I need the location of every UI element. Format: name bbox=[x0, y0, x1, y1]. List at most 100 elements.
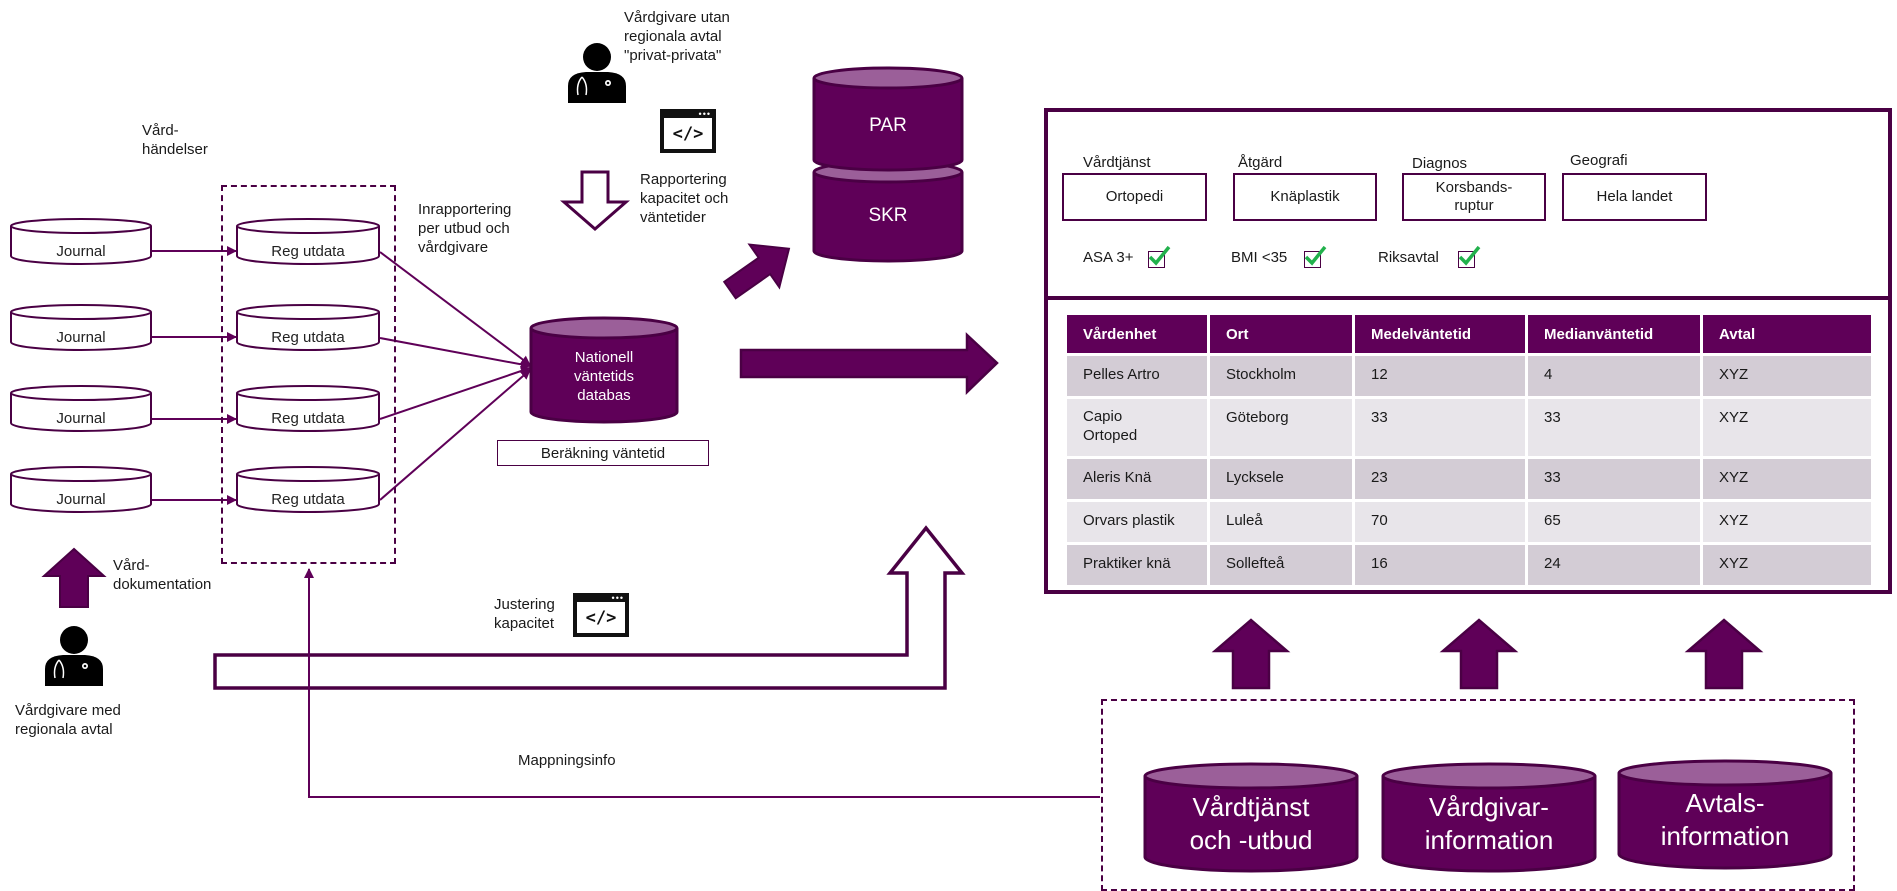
mapping-info-label: Mappningsinfo bbox=[518, 752, 616, 769]
journal-cylinder bbox=[10, 385, 152, 432]
source-label-care-service: Vårdtjänst och -utbud bbox=[1189, 792, 1313, 855]
journal-cylinder bbox=[10, 466, 152, 513]
check-icon bbox=[1304, 245, 1327, 266]
source-label-agreement-info: Avtals- information bbox=[1660, 788, 1790, 851]
doctor-icon bbox=[45, 626, 103, 686]
cell-unit: Praktiker knä bbox=[1067, 545, 1207, 585]
national-db-label: Nationell väntetids databas bbox=[573, 348, 635, 404]
cell-city: Luleå bbox=[1210, 502, 1352, 542]
reporting-capacity-label: Rapportering kapacitet och väntetider bbox=[640, 171, 729, 226]
filter-diagnosis[interactable]: Korsbands- ruptur bbox=[1402, 173, 1546, 221]
source-cylinder bbox=[1381, 762, 1597, 873]
national-db-cylinder bbox=[529, 316, 679, 424]
cell-median-wait: 4 bbox=[1528, 356, 1700, 396]
reg-to-db-line bbox=[379, 369, 531, 501]
source-label-provider-info: Vårdgivar- information bbox=[1424, 792, 1554, 855]
panel-divider bbox=[1048, 296, 1888, 300]
source-up-arrow-icon bbox=[1439, 618, 1519, 690]
checkbox-label-national-agreement: Riksavtal bbox=[1378, 249, 1439, 266]
filter-procedure[interactable]: Knäplastik bbox=[1233, 173, 1377, 221]
reg-output-label: Reg utdata bbox=[271, 490, 345, 508]
checkbox-bmi[interactable] bbox=[1304, 245, 1327, 268]
source-cylinder bbox=[1617, 759, 1833, 870]
cell-mean-wait: 16 bbox=[1355, 545, 1525, 585]
documentation-label: Vård- dokumentation bbox=[113, 557, 212, 593]
column-header[interactable]: Vårdenhet bbox=[1067, 315, 1207, 353]
adjust-capacity-arrow bbox=[213, 525, 966, 690]
table-row[interactable]: Praktiker knä Sollefteå 16 24 XYZ bbox=[1067, 545, 1871, 585]
code-window-icon: ••• </> bbox=[660, 109, 716, 153]
reg-to-db-line bbox=[379, 366, 531, 420]
calc-wait-time-box: Beräkning väntetid bbox=[497, 440, 709, 466]
right-arrow-icon bbox=[739, 332, 999, 395]
reg-output-cylinder bbox=[236, 304, 380, 351]
wait-time-table: Vårdenhet Ort Medelväntetid Medianväntet… bbox=[1064, 312, 1874, 588]
code-window-icon: ••• </> bbox=[573, 593, 629, 637]
reg-output-cylinder bbox=[236, 385, 380, 432]
diagonal-arrow-icon bbox=[722, 243, 791, 300]
journal-label: Journal bbox=[56, 328, 106, 346]
source-cylinder bbox=[1143, 762, 1359, 873]
checkbox-asa[interactable] bbox=[1148, 245, 1171, 268]
skr-label: SKR bbox=[868, 205, 908, 226]
column-header[interactable]: Avtal bbox=[1703, 315, 1871, 353]
filter-label-geography: Geografi bbox=[1570, 152, 1628, 169]
table-row[interactable]: Orvars plastik Luleå 70 65 XYZ bbox=[1067, 502, 1871, 542]
reg-output-group bbox=[221, 185, 396, 564]
provider-without-regional-label: Vårdgivare utan regionala avtal "privat-… bbox=[624, 9, 730, 64]
checkbox-label-bmi: BMI <35 bbox=[1231, 249, 1288, 266]
cell-agreement: XYZ bbox=[1703, 545, 1871, 585]
journal-cylinder bbox=[10, 218, 152, 265]
journal-cylinder bbox=[10, 304, 152, 351]
cell-agreement: XYZ bbox=[1703, 459, 1871, 499]
cell-median-wait: 33 bbox=[1528, 459, 1700, 499]
doctor-icon bbox=[568, 43, 626, 103]
cell-city: Göteborg bbox=[1210, 399, 1352, 456]
column-header[interactable]: Medelväntetid bbox=[1355, 315, 1525, 353]
journal-label: Journal bbox=[56, 490, 106, 508]
filter-care-service[interactable]: Ortopedi bbox=[1062, 173, 1207, 221]
sources-group bbox=[1101, 699, 1855, 891]
cell-agreement: XYZ bbox=[1703, 502, 1871, 542]
filter-label-procedure: Åtgärd bbox=[1238, 154, 1283, 171]
cell-unit: Pelles Artro bbox=[1067, 356, 1207, 396]
column-header[interactable]: Medianväntetid bbox=[1528, 315, 1700, 353]
adjust-capacity-label: Justering kapacitet bbox=[494, 596, 555, 632]
cell-mean-wait: 70 bbox=[1355, 502, 1525, 542]
source-up-arrow-icon bbox=[1684, 618, 1764, 690]
documentation-up-arrow-icon bbox=[41, 547, 107, 608]
cell-city: Lycksele bbox=[1210, 459, 1352, 499]
reg-output-label: Reg utdata bbox=[271, 242, 345, 260]
cell-median-wait: 24 bbox=[1528, 545, 1700, 585]
care-events-label: Vård- händelser bbox=[142, 122, 208, 158]
reg-output-label: Reg utdata bbox=[271, 328, 345, 346]
provider-with-regional-label: Vårdgivare med regionala avtal bbox=[15, 702, 121, 738]
reg-output-cylinder bbox=[236, 466, 380, 513]
reporting-per-offer-label: Inrapportering per utbud och vårdgivare bbox=[418, 201, 512, 256]
source-up-arrow-icon bbox=[1211, 618, 1291, 690]
cell-mean-wait: 33 bbox=[1355, 399, 1525, 456]
reg-output-label: Reg utdata bbox=[271, 409, 345, 427]
column-header[interactable]: Ort bbox=[1210, 315, 1352, 353]
cell-mean-wait: 23 bbox=[1355, 459, 1525, 499]
filter-geography[interactable]: Hela landet bbox=[1562, 173, 1707, 221]
journal-label: Journal bbox=[56, 242, 106, 260]
table-header-row: Vårdenhet Ort Medelväntetid Medianväntet… bbox=[1067, 315, 1871, 353]
par-cylinder bbox=[812, 66, 964, 172]
par-label: PAR bbox=[869, 115, 907, 136]
check-icon bbox=[1148, 245, 1171, 266]
cell-agreement: XYZ bbox=[1703, 356, 1871, 396]
cell-unit: Capio Ortoped bbox=[1067, 399, 1207, 456]
reg-to-db-line bbox=[379, 251, 531, 366]
filter-label-care-service: Vårdtjänst bbox=[1083, 154, 1151, 171]
table-row[interactable]: Pelles Artro Stockholm 12 4 XYZ bbox=[1067, 356, 1871, 396]
cell-city: Stockholm bbox=[1210, 356, 1352, 396]
table-row[interactable]: Aleris Knä Lycksele 23 33 XYZ bbox=[1067, 459, 1871, 499]
cell-median-wait: 65 bbox=[1528, 502, 1700, 542]
checkbox-national-agreement[interactable] bbox=[1458, 245, 1481, 268]
hollow-down-arrow-icon bbox=[559, 170, 631, 231]
cell-city: Sollefteå bbox=[1210, 545, 1352, 585]
table-row[interactable]: Capio Ortoped Göteborg 33 33 XYZ bbox=[1067, 399, 1871, 456]
filter-label-diagnosis: Diagnos bbox=[1412, 155, 1468, 172]
